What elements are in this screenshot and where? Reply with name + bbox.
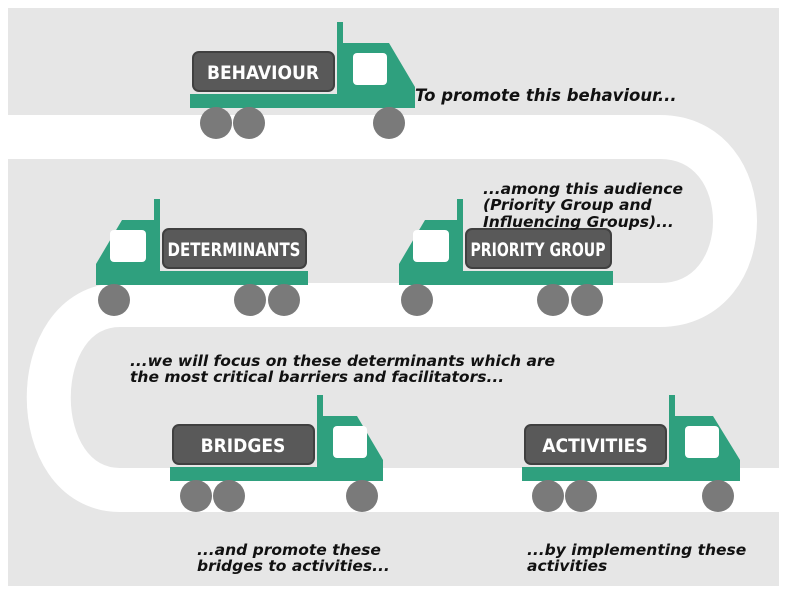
truck-label: BEHAVIOUR — [207, 62, 319, 84]
cargo-box — [192, 51, 335, 92]
truck-label: ACTIVITIES — [542, 435, 647, 457]
cab-window — [110, 230, 146, 262]
caption-line: ...we will focus on these determinants w… — [130, 352, 556, 370]
truck-bed — [463, 271, 613, 285]
truck-bed — [522, 467, 669, 481]
wheel — [98, 284, 130, 316]
wheel — [532, 480, 564, 512]
caption-line: activities — [527, 557, 608, 576]
caption-line: To promote this behaviour... — [415, 86, 677, 105]
cab-window — [685, 426, 719, 458]
wheel — [180, 480, 212, 512]
caption-line: Influencing Groups)... — [483, 212, 674, 231]
wheel — [233, 107, 265, 139]
cargo-box — [162, 228, 307, 269]
cargo-box — [524, 424, 667, 465]
behaviour-caption: To promote this behaviour... — [415, 86, 677, 105]
cargo-box — [465, 228, 612, 269]
determinants-truck: DETERMINANTS — [96, 199, 308, 316]
behaviour-truck: BEHAVIOUR — [190, 22, 415, 139]
truck-bed — [190, 94, 337, 108]
caption-line: ...by implementing these — [527, 541, 747, 559]
wheel — [346, 480, 378, 512]
caption-line: the most critical barriers and facilitat… — [130, 368, 505, 387]
priority-group-truck: PRIORITY GROUP — [399, 199, 613, 316]
truck-label: PRIORITY GROUP — [471, 239, 606, 261]
caption-line: bridges to activities... — [197, 557, 390, 576]
cab-window — [333, 426, 367, 458]
wheel — [702, 480, 734, 512]
audience-caption: ...among this audience (Priority Group a… — [483, 181, 683, 230]
truck-bed — [160, 271, 308, 285]
wheel — [234, 284, 266, 316]
truck-bed — [170, 467, 317, 481]
wheel — [373, 107, 405, 139]
caption-line: (Priority Group and — [483, 196, 652, 215]
wheel — [565, 480, 597, 512]
wheel — [213, 480, 245, 512]
wheel — [200, 107, 232, 139]
bridges-caption: ...and promote these bridges to activiti… — [197, 542, 390, 575]
cab-window — [413, 230, 449, 262]
determinants-caption: ...we will focus on these determinants w… — [130, 353, 555, 386]
activities-caption: ...by implementing these activities — [527, 542, 746, 575]
wheel — [268, 284, 300, 316]
truck-label: BRIDGES — [201, 435, 286, 457]
caption-line: ...and promote these — [197, 541, 381, 559]
wheel — [401, 284, 433, 316]
caption-line: ...among this audience — [483, 180, 683, 198]
cab-window — [353, 53, 387, 85]
bridges-truck: BRIDGES — [170, 395, 383, 512]
cargo-box — [172, 424, 315, 465]
winding-road — [8, 115, 779, 512]
truck-label: DETERMINANTS — [168, 239, 301, 261]
activities-truck: ACTIVITIES — [522, 395, 740, 512]
wheel — [571, 284, 603, 316]
wheel — [537, 284, 569, 316]
